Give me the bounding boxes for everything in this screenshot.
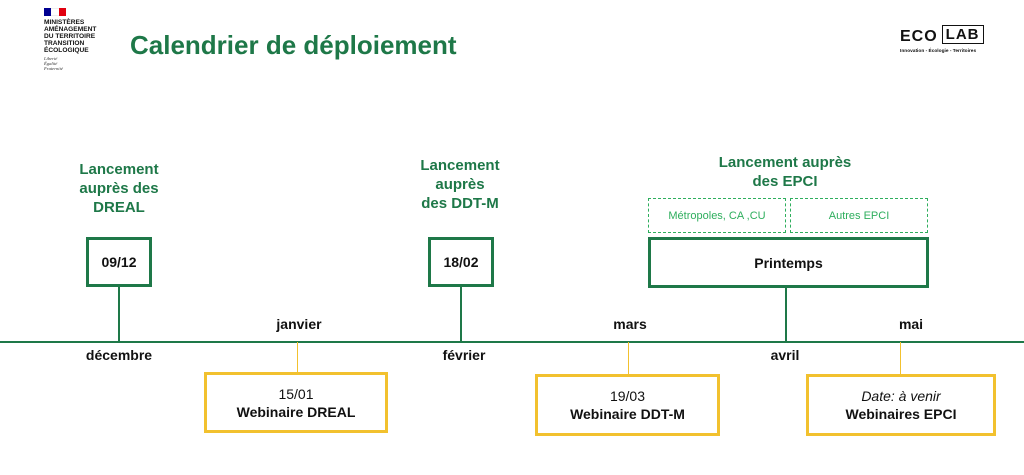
ecolab-tagline: Innovation - Écologie - Territoires [900,49,977,54]
connector-webinar-epci [900,342,901,374]
ecolab-eco: ECO [900,28,938,45]
french-flag-icon [44,8,66,16]
connector-webinar-ddtm [628,342,629,374]
webinar-epci: Date: à venir Webinaires EPCI [806,374,996,436]
republic-motto: Liberté Égalité Fraternité [44,56,63,71]
connector-webinar-dreal [297,342,298,374]
month-decembre: décembre [85,347,153,363]
connector-dreal [118,285,120,342]
ministry-name: MINISTÈRES AMÉNAGEMENT DU TERRITOIRE TRA… [44,19,97,54]
ministry-logo: MINISTÈRES AMÉNAGEMENT DU TERRITOIRE TRA… [44,8,124,71]
launch-dreal-label: Lancement auprès des DREAL [79,161,159,216]
connector-ddtm [460,285,462,342]
ecolab-logo: ECO LAB Innovation - Écologie - Territoi… [900,24,990,54]
month-avril: avril [770,347,800,363]
launch-ddtm-date: 18/02 [428,237,494,287]
epci-metropoles-box: Métropoles, CA ,CU [648,198,786,233]
webinar-dreal: 15/01 Webinaire DREAL [204,372,388,433]
timeline-axis [0,341,1024,343]
connector-epci [785,285,787,342]
launch-epci-label: Lancement auprès des EPCI [718,154,852,190]
launch-dreal-date: 09/12 [86,237,152,287]
month-mars: mars [613,316,647,332]
launch-ddtm-label: Lancement auprès des DDT-M [420,157,500,212]
launch-epci-period: Printemps [648,237,929,288]
month-janvier: janvier [276,316,322,332]
month-mai: mai [898,316,924,332]
month-fevrier: février [442,347,486,363]
epci-autres-box: Autres EPCI [790,198,928,233]
page-title: Calendrier de déploiement [130,30,457,60]
ecolab-lab: LAB [941,24,984,44]
webinar-ddtm: 19/03 Webinaire DDT-M [535,374,720,436]
